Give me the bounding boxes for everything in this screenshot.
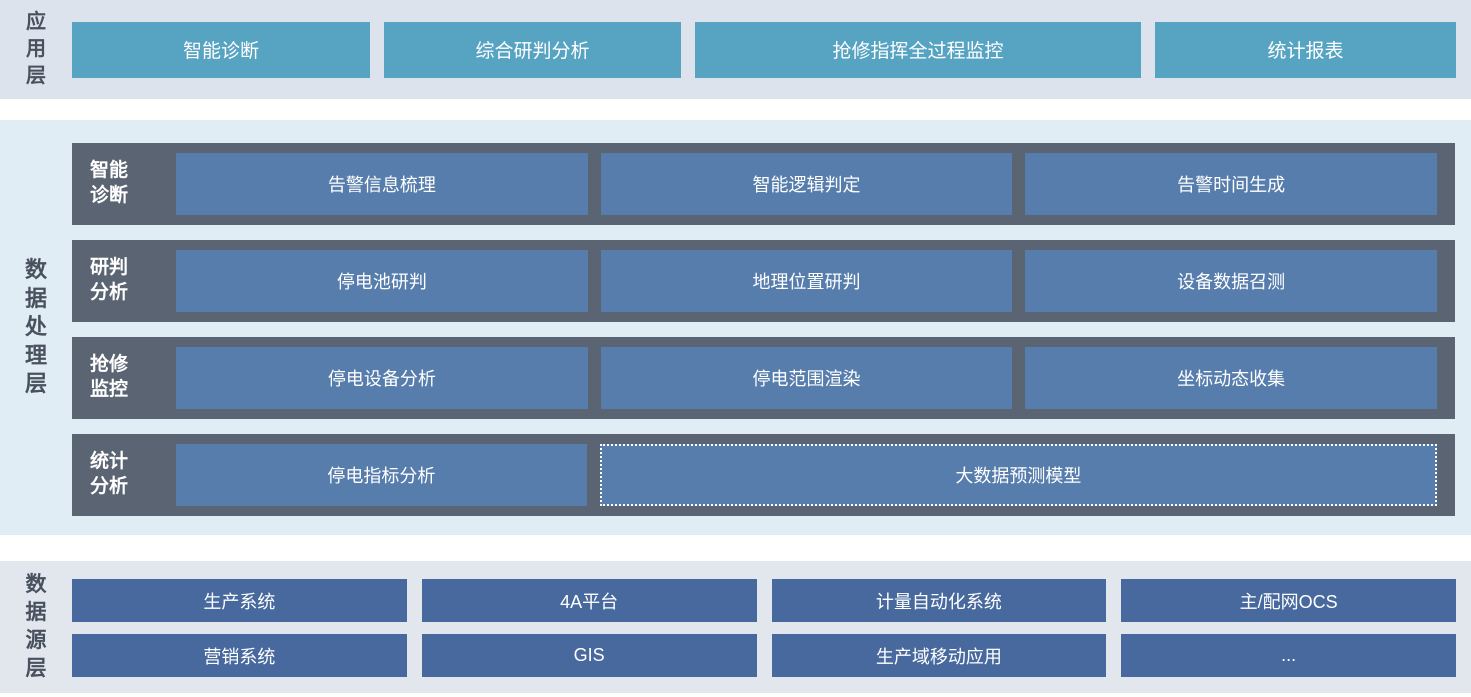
process-row-label: 智能 诊断: [90, 160, 129, 206]
application-layer-buttons: 智能诊断 综合研判分析 抢修指挥全过程监控 统计报表: [72, 21, 1456, 78]
source-box-marketing-system: 营销系统: [72, 634, 407, 677]
app-box-repair-command-monitoring: 抢修指挥全过程监控: [695, 21, 1141, 78]
process-row-repair-monitoring: 抢修 监控 停电设备分析 停电范围渲染 坐标动态收集: [72, 337, 1455, 419]
process-row-boxes: 告警信息梳理 智能逻辑判定 告警时间生成: [176, 153, 1438, 215]
process-row-intelligent-diagnosis: 智能 诊断 告警信息梳理 智能逻辑判定 告警时间生成: [72, 143, 1455, 225]
source-box-ellipsis: ...: [1121, 634, 1456, 677]
process-row-label: 抢修 监控: [90, 354, 129, 400]
source-box-production-system: 生产系统: [72, 579, 407, 622]
data-source-grid: 生产系统 4A平台 计量自动化系统 主/配网OCS 营销系统 GIS 生产域移动…: [72, 579, 1456, 677]
source-box-4a-platform: 4A平台: [421, 579, 757, 622]
app-box-intelligent-diagnosis: 智能诊断: [72, 21, 370, 78]
data-processing-layer-label-text: 数据处理层: [24, 257, 47, 397]
process-row-judgment-analysis: 研判 分析 停电池研判 地理位置研判 设备数据召测: [72, 240, 1455, 322]
data-source-layer-band: 数据源层 生产系统 4A平台 计量自动化系统 主/配网OCS 营销系统 GIS …: [0, 561, 1471, 693]
source-box-metering-automation-system: 计量自动化系统: [771, 579, 1107, 622]
application-layer-band: 应用层 智能诊断 综合研判分析 抢修指挥全过程监控 统计报表: [0, 0, 1471, 99]
application-layer-label-text: 应用层: [26, 11, 46, 87]
data-processing-rows: 智能 诊断 告警信息梳理 智能逻辑判定 告警时间生成 研判 分析 停电池研判 地…: [72, 143, 1455, 516]
process-box-alarm-info-sorting: 告警信息梳理: [176, 153, 588, 215]
data-processing-layer-label: 数据处理层: [0, 120, 72, 535]
process-box-coordinate-collection: 坐标动态收集: [1025, 347, 1438, 409]
source-box-production-mobile-app: 生产域移动应用: [771, 634, 1107, 677]
process-box-bigdata-prediction-model: 大数据预测模型: [599, 444, 1437, 506]
process-box-intelligent-logic-judgment: 智能逻辑判定: [600, 153, 1013, 215]
app-box-comprehensive-analysis: 综合研判分析: [384, 21, 681, 78]
app-box-statistical-reports: 统计报表: [1155, 21, 1456, 78]
process-row-boxes: 停电指标分析 大数据预测模型: [176, 444, 1437, 506]
process-box-alarm-time-generation: 告警时间生成: [1025, 153, 1438, 215]
data-source-layer-label-text: 数据源层: [25, 573, 47, 680]
process-box-outage-indicator-analysis: 停电指标分析: [176, 444, 587, 506]
process-box-outage-judgment: 停电池研判: [176, 250, 588, 312]
process-box-geolocation-judgment: 地理位置研判: [600, 250, 1013, 312]
process-box-outage-range-rendering: 停电范围渲染: [600, 347, 1013, 409]
process-box-device-data-reading: 设备数据召测: [1025, 250, 1438, 312]
data-source-layer-label: 数据源层: [0, 561, 72, 693]
process-row-boxes: 停电设备分析 停电范围渲染 坐标动态收集: [176, 347, 1438, 409]
source-box-gis: GIS: [421, 634, 757, 677]
data-processing-layer-band: 数据处理层 智能 诊断 告警信息梳理 智能逻辑判定 告警时间生成 研判 分析 停…: [0, 120, 1471, 535]
process-box-outage-device-analysis: 停电设备分析: [176, 347, 588, 409]
application-layer-label: 应用层: [0, 0, 72, 99]
process-row-boxes: 停电池研判 地理位置研判 设备数据召测: [176, 250, 1438, 312]
process-row-label: 统计 分析: [90, 451, 129, 497]
process-row-statistical-analysis: 统计 分析 停电指标分析 大数据预测模型: [72, 434, 1455, 516]
process-row-label: 研判 分析: [90, 257, 129, 303]
source-box-main-distribution-ocs: 主/配网OCS: [1121, 579, 1456, 622]
